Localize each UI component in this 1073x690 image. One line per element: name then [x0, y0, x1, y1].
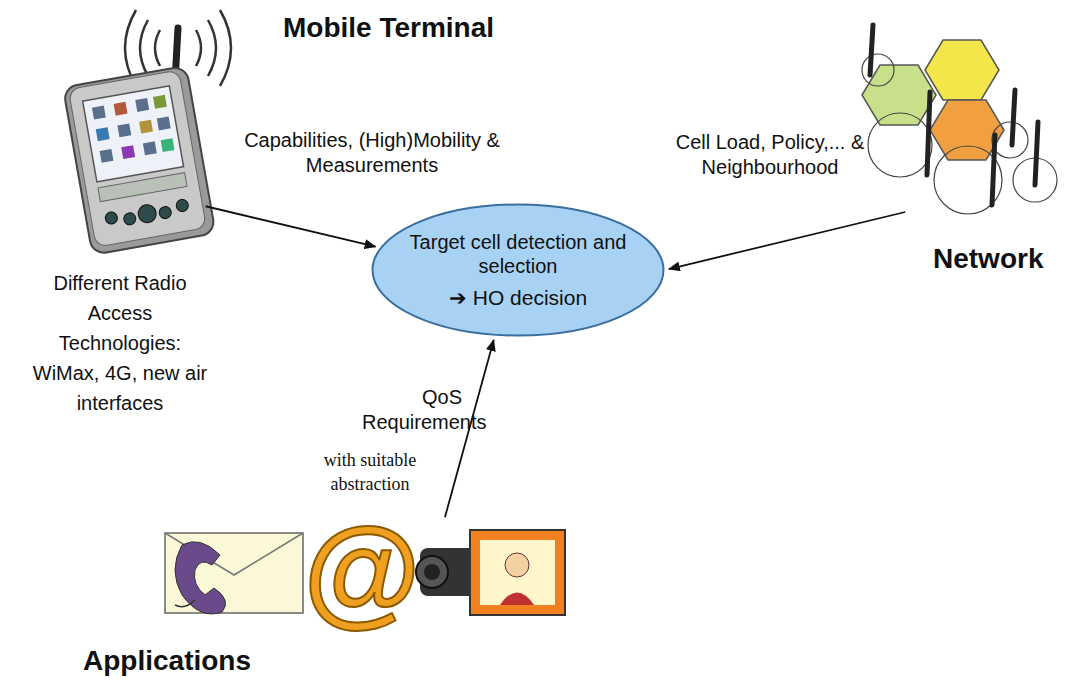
ellipse-text: Target cell detection and selection [401, 230, 636, 278]
edge-label: QoS Requirements [362, 385, 462, 435]
illustration-node: Mobile Terminal [65, 15, 210, 240]
edge-label: Cell Load, Policy,... & Neighbourhood [640, 130, 900, 180]
at-sign-glyph: @ [303, 503, 420, 637]
node-heading: Mobile Terminal [283, 12, 494, 44]
annotation-label: Different Radio Access Technologies: WiM… [25, 268, 215, 418]
arrow-connector [206, 206, 376, 246]
illustration-node: Applications [160, 515, 570, 625]
edge-label: Capabilities, (High)Mobility & Measureme… [222, 128, 522, 178]
ellipse-shape [373, 205, 664, 336]
cell-network [862, 25, 1057, 214]
decision-ellipse: Target cell detection and selection ➔ HO … [371, 203, 665, 337]
illustration-node: Network [840, 15, 1065, 215]
arrow-connector [669, 212, 905, 269]
annotation-label: with suitable abstraction [305, 448, 435, 496]
ellipse-text: ➔ HO decision [401, 286, 636, 310]
node-heading: Network [933, 243, 1043, 275]
pda-device [63, 28, 216, 255]
node-heading: Applications [83, 645, 251, 677]
application-icons: @ [165, 503, 565, 637]
